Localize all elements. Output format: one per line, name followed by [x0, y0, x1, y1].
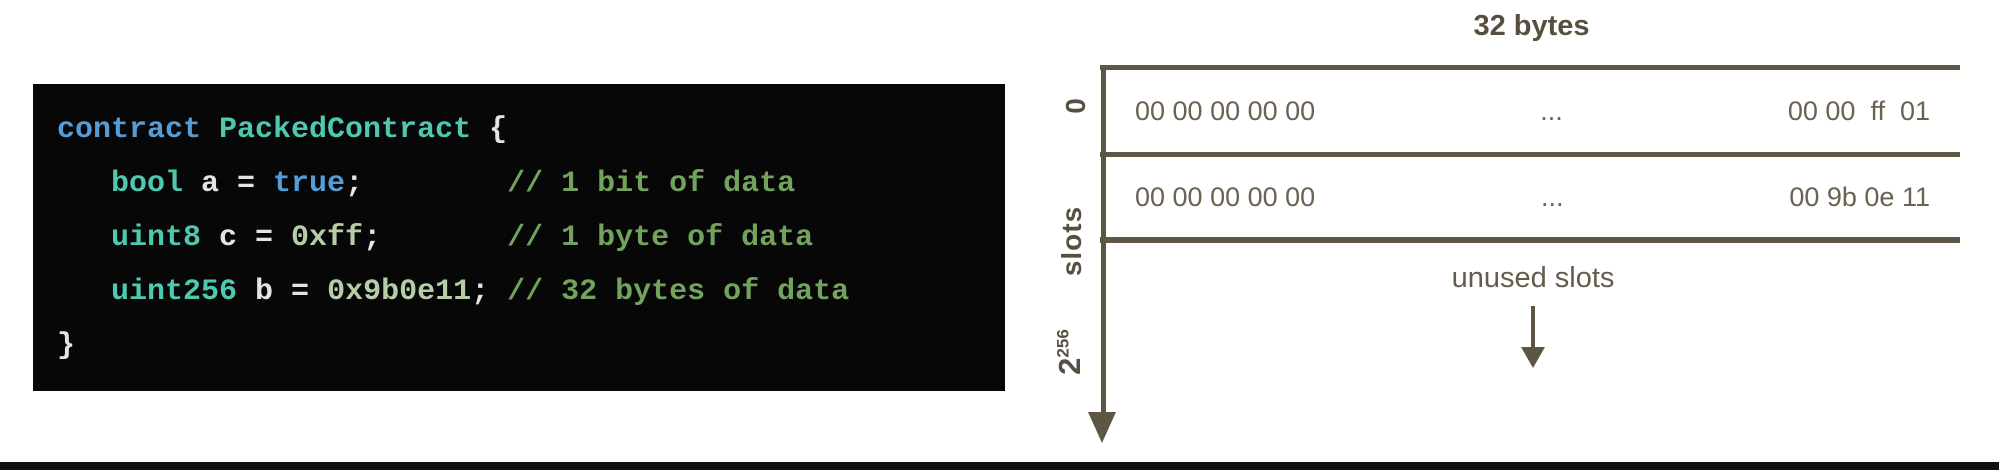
bytes-width-title: 32 bytes	[1473, 10, 1590, 42]
slot-index-0-label: 0	[1060, 98, 1091, 114]
code-token-type: uint256	[57, 275, 256, 309]
code-line-closing-brace: }	[57, 319, 1005, 373]
slot1-ellipsis: ...	[1541, 181, 1564, 212]
code-token-comment: // 1 bit of data	[507, 167, 796, 201]
slot1-right-bytes: 00 9b 0e 11	[1789, 181, 1930, 212]
code-token-comment: // 32 bytes of data	[507, 275, 850, 309]
unused-slots-arrow-icon	[1531, 306, 1535, 347]
code-token-identifier: a =	[201, 167, 274, 201]
code-token-type: PackedContract	[219, 113, 490, 147]
code-block: contract PackedContract { bool a = true;…	[33, 84, 1005, 391]
slots-axis-line	[1101, 65, 1106, 413]
slot0-ellipsis: ...	[1540, 95, 1563, 126]
slot0-left-bytes: 00 00 00 00 00	[1135, 95, 1316, 126]
slots-axis-arrowhead-icon	[1088, 412, 1116, 443]
unused-slots-label: unused slots	[1451, 262, 1615, 294]
code-line-uint256-b: uint256 b = 0x9b0e11; // 32 bytes of dat…	[57, 265, 1005, 319]
slot0-right-bytes: 00 00 ff 01	[1787, 95, 1930, 126]
code-token-identifier: b =	[255, 275, 328, 309]
slot-row-1: 00 00 00 00 00 ... 00 9b 0e 11	[1106, 157, 1960, 237]
code-token-brace: {	[489, 113, 508, 147]
storage-table-top-border	[1100, 65, 1960, 70]
capacity-base: 2	[1052, 357, 1087, 375]
code-token-type: uint8	[57, 221, 220, 255]
code-line-uint8-c: uint8 c = 0xff; // 1 byte of data	[57, 211, 1005, 265]
unused-slots-arrowhead-icon	[1521, 347, 1545, 368]
storage-table-bottom-border	[1100, 237, 1960, 243]
slot1-left-bytes: 00 00 00 00 00	[1135, 181, 1316, 212]
code-token-punctuation: ;	[471, 275, 508, 309]
code-line-bool-a: bool a = true; // 1 bit of data	[57, 157, 1005, 211]
code-token-keyword: contract	[57, 113, 220, 147]
code-token-punctuation: ;	[345, 167, 508, 201]
code-token-comment: // 1 byte of data	[507, 221, 814, 255]
code-token-type: bool	[57, 167, 202, 201]
storage-table-row-divider	[1100, 152, 1960, 157]
slot-row-0: 00 00 00 00 00 ... 00 00 ff 01	[1106, 70, 1960, 152]
slot-capacity-label: 2256	[1052, 329, 1088, 375]
slots-axis-label: slots	[1056, 205, 1087, 277]
code-token-brace: }	[57, 329, 76, 363]
code-token-punctuation: ;	[363, 221, 508, 255]
code-token-number: 0x9b0e11	[327, 275, 472, 309]
code-token-number: 0xff	[291, 221, 364, 255]
code-token-keyword: true	[273, 167, 346, 201]
code-token-identifier: c =	[219, 221, 292, 255]
page-bottom-bar	[0, 462, 1999, 470]
capacity-exponent: 256	[1053, 329, 1073, 358]
code-line-contract-declaration: contract PackedContract {	[57, 103, 1005, 157]
